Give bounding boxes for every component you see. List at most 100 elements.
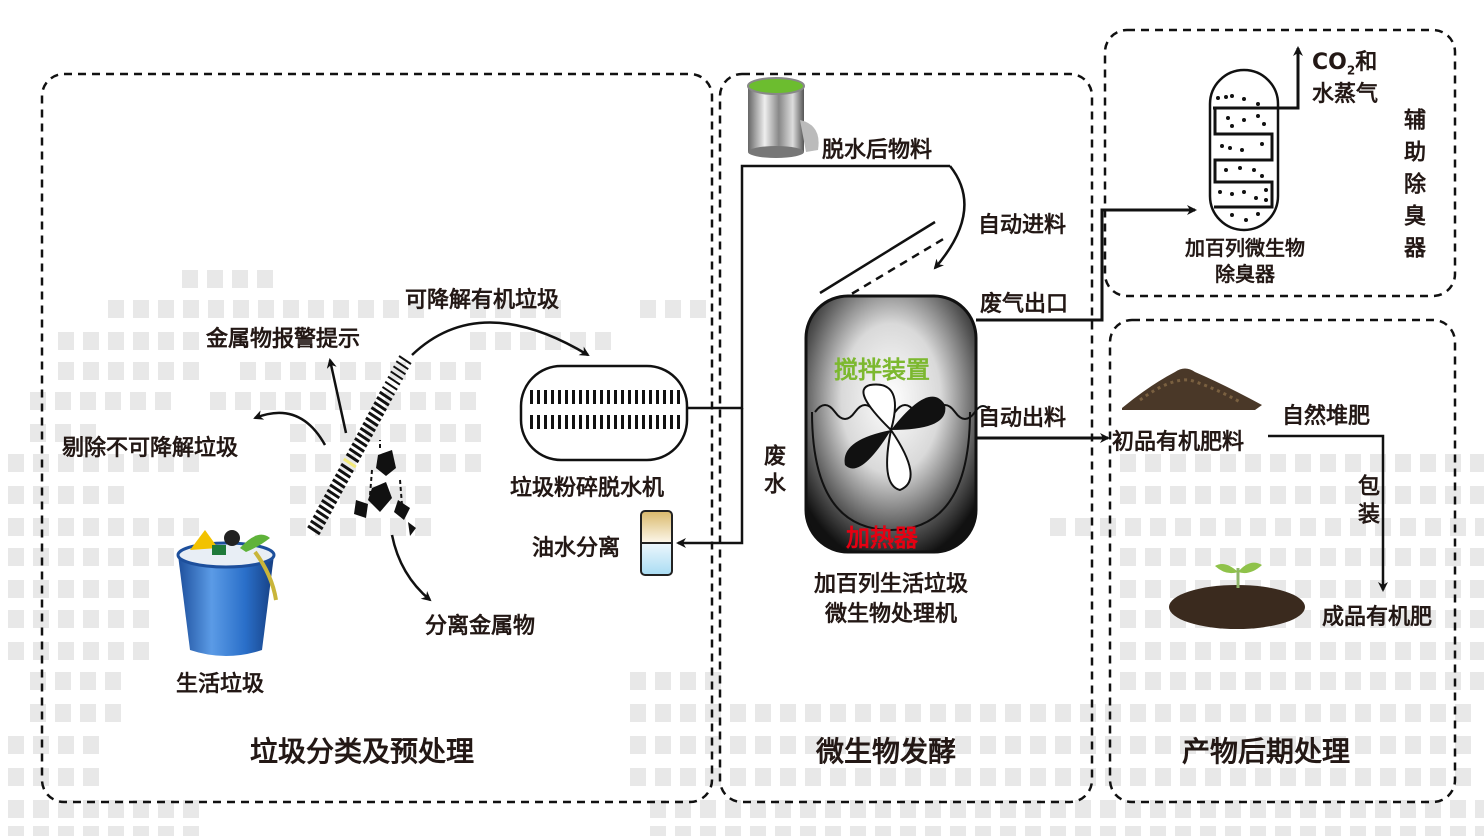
crusher-tooth (530, 415, 533, 429)
grid-cell (825, 800, 841, 818)
grid-cell (880, 736, 896, 754)
grid-cell (58, 826, 74, 836)
grid-cell (108, 580, 124, 598)
screen-stripe (312, 514, 327, 525)
grid-cell (1425, 518, 1441, 536)
grid-cell (1195, 672, 1211, 690)
crusher-tooth (656, 415, 659, 429)
grid-cell (207, 270, 223, 288)
grid-cell (1320, 486, 1336, 504)
grid-cell (8, 800, 24, 818)
grid-cell (108, 454, 124, 472)
screen-stripe (392, 365, 407, 376)
grid-cell (1395, 454, 1411, 472)
grid-cell (1295, 642, 1311, 660)
grid-cell (1320, 672, 1336, 690)
arrow-auto-feed (933, 165, 966, 270)
grid-cell (460, 392, 476, 410)
grid-cell (1120, 642, 1136, 660)
grid-cell (900, 800, 916, 818)
grid-cell (875, 826, 891, 836)
grid-cell (955, 704, 971, 722)
grid-cell (183, 826, 199, 836)
grid-cell (58, 332, 74, 350)
label-co2-output: CO2和 (1312, 50, 1378, 78)
grid-cell (1380, 736, 1396, 754)
grid-cell (1445, 486, 1461, 504)
grid-cell (1030, 768, 1046, 786)
grid-cell (680, 736, 696, 754)
grid-cell (1320, 454, 1336, 472)
grid-cell (8, 642, 24, 660)
grid-cell (83, 362, 99, 380)
grid-cell (155, 392, 171, 410)
grid-cell (415, 486, 431, 504)
grid-cell (830, 704, 846, 722)
grid-cell (1395, 610, 1411, 628)
grid-cell (1470, 486, 1484, 504)
grid-cell (1145, 672, 1161, 690)
grid-cell (83, 642, 99, 660)
crusher-tooth (607, 415, 610, 429)
grid-cell (465, 454, 481, 472)
grid-cell (595, 332, 611, 350)
grid-cell (675, 826, 691, 836)
grid-cell (1155, 704, 1171, 722)
grid-cell (980, 768, 996, 786)
grid-cell (83, 332, 99, 350)
grid-cell (1470, 580, 1484, 598)
screen-stripe (365, 416, 379, 428)
grid-cell (1250, 800, 1266, 818)
grid-cell (58, 486, 74, 504)
grid-cell (33, 768, 49, 786)
label-auto-feed: 自动进料 (978, 213, 1067, 238)
grid-cell (133, 826, 149, 836)
media-dot (1238, 166, 1242, 170)
grid-cell (183, 454, 199, 472)
deodorizer-icon (1208, 68, 1280, 232)
grid-cell (725, 800, 741, 818)
grid-cell (630, 672, 646, 690)
section-title-pretreatment: 垃圾分类及预处理 (250, 735, 475, 768)
grid-cell (1245, 454, 1261, 472)
label-deodorizer-line2: 除臭器 (1215, 262, 1275, 286)
screen-stripe (337, 468, 352, 479)
grid-cell (1420, 672, 1436, 690)
grid-cell (1300, 800, 1316, 818)
label-separate-metal: 分离金属物 (425, 614, 536, 639)
grid-cell (8, 826, 24, 836)
grid-cell (665, 300, 681, 318)
section-title-post-processing: 产物后期处理 (1182, 735, 1351, 768)
grid-cell (925, 826, 941, 836)
grid-cell (1445, 610, 1461, 628)
grid-cell (232, 270, 248, 288)
grid-cell (1420, 580, 1436, 598)
crusher-tooth (530, 390, 533, 404)
grid-cell (950, 800, 966, 818)
grid-cell (1195, 454, 1211, 472)
grid-cell (58, 642, 74, 660)
grid-cell (158, 800, 174, 818)
grid-cell (1120, 610, 1136, 628)
grid-cell (182, 270, 198, 288)
grid-cell (1400, 800, 1416, 818)
grid-cell (1295, 580, 1311, 598)
screen-stripe (381, 386, 396, 396)
arrow-co2-output (1276, 46, 1303, 110)
grid-cell (1320, 642, 1336, 660)
grid-cell (1295, 672, 1311, 690)
grid-cell (33, 548, 49, 566)
grid-cell (58, 610, 74, 628)
screen-stripe (351, 442, 365, 453)
media-dot (1264, 198, 1268, 202)
grid-cell (58, 518, 74, 536)
grid-cell (950, 826, 966, 836)
arrow-separate-metal (390, 534, 432, 602)
crusher-dehydrator-icon (519, 364, 689, 462)
crusher-tooth (649, 415, 652, 429)
grid-cell (1025, 800, 1041, 818)
grid-cell (1330, 736, 1346, 754)
crusher-tooth (544, 415, 547, 429)
grid-cell (1275, 826, 1291, 836)
grid-cell (1155, 736, 1171, 754)
